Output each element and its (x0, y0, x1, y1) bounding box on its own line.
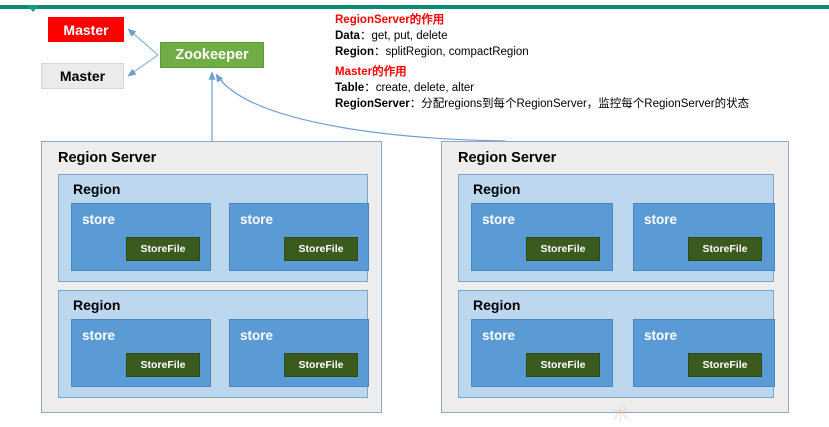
storefile-block[interactable]: StoreFile (126, 237, 200, 261)
chevron-down-icon (27, 5, 39, 12)
region-server-panel[interactable]: Region Server Region store StoreFile sto… (441, 141, 789, 413)
region-server-title: Region Server (458, 150, 557, 166)
node-master-active-label: Master (63, 21, 109, 38)
note-sep: ： (373, 46, 386, 58)
store-title: store (644, 328, 678, 343)
region-block[interactable]: Region store StoreFile store StoreFile (458, 290, 775, 398)
node-master-standby-label: Master (59, 68, 106, 84)
node-zookeeper[interactable]: Zookeeper (160, 42, 264, 68)
store-block[interactable]: store StoreFile (633, 319, 775, 387)
storefile-block[interactable]: StoreFile (284, 353, 358, 377)
region-title: Region (473, 297, 521, 313)
node-zookeeper-label: Zookeeper (175, 47, 249, 63)
note-key: RegionServer (335, 98, 410, 110)
note-key: Table (335, 82, 365, 94)
store-title: store (82, 328, 116, 343)
note-value: get, put, delete (371, 30, 448, 42)
storefile-block[interactable]: StoreFile (126, 353, 200, 377)
store-block[interactable]: store StoreFile (229, 319, 369, 387)
note-master-line-2: RegionServer：分配regions到每个RegionServer，监控… (335, 96, 749, 112)
store-title: store (644, 212, 678, 227)
note-regionserver-heading: RegionServer的作用 (335, 14, 445, 26)
watermark: 术 (612, 405, 635, 425)
storefile-block[interactable]: StoreFile (688, 237, 762, 261)
note-sep: ： (409, 98, 422, 110)
top-divider-line (0, 5, 829, 9)
region-title: Region (473, 181, 521, 197)
storefile-block[interactable]: StoreFile (526, 353, 600, 377)
node-master-active[interactable]: Master (48, 17, 124, 42)
note-regionserver: RegionServer的作用 Data：get, put, delete Re… (335, 12, 529, 60)
store-block[interactable]: store StoreFile (471, 203, 613, 271)
store-title: store (240, 328, 274, 343)
store-block[interactable]: store StoreFile (229, 203, 369, 271)
note-key: Region (335, 46, 374, 58)
store-title: store (82, 212, 116, 227)
note-value: splitRegion, compactRegion (385, 46, 529, 58)
region-block[interactable]: Region store StoreFile store StoreFile (58, 290, 369, 398)
note-key: Data (335, 30, 360, 42)
store-block[interactable]: store StoreFile (471, 319, 613, 387)
region-server-title: Region Server (58, 150, 157, 166)
note-value: create, delete, alter (375, 82, 475, 94)
note-regionserver-line-2: Region：splitRegion, compactRegion (335, 44, 529, 60)
storefile-block[interactable]: StoreFile (526, 237, 600, 261)
store-block[interactable]: store StoreFile (71, 203, 211, 271)
store-title: store (482, 328, 516, 343)
node-master-standby[interactable]: Master (41, 63, 124, 89)
note-sep: ： (359, 30, 372, 42)
note-master: Master的作用 Table：create, delete, alter Re… (335, 64, 749, 112)
note-master-heading: Master的作用 (335, 66, 407, 78)
region-title: Region (73, 297, 121, 313)
storefile-block[interactable]: StoreFile (688, 353, 762, 377)
store-title: store (240, 212, 274, 227)
store-title: store (482, 212, 516, 227)
note-regionserver-line-1: Data：get, put, delete (335, 28, 529, 44)
store-block[interactable]: store StoreFile (71, 319, 211, 387)
note-sep: ： (364, 82, 376, 94)
region-block[interactable]: Region store StoreFile store StoreFile (58, 174, 369, 282)
region-title: Region (73, 181, 121, 197)
region-server-panel[interactable]: Region Server Region store StoreFile sto… (41, 141, 382, 413)
storefile-block[interactable]: StoreFile (284, 237, 358, 261)
store-block[interactable]: store StoreFile (633, 203, 775, 271)
note-master-line-1: Table：create, delete, alter (335, 80, 749, 96)
note-value: 分配regions到每个RegionServer，监控每个RegionServe… (421, 98, 750, 110)
region-block[interactable]: Region store StoreFile store StoreFile (458, 174, 775, 282)
